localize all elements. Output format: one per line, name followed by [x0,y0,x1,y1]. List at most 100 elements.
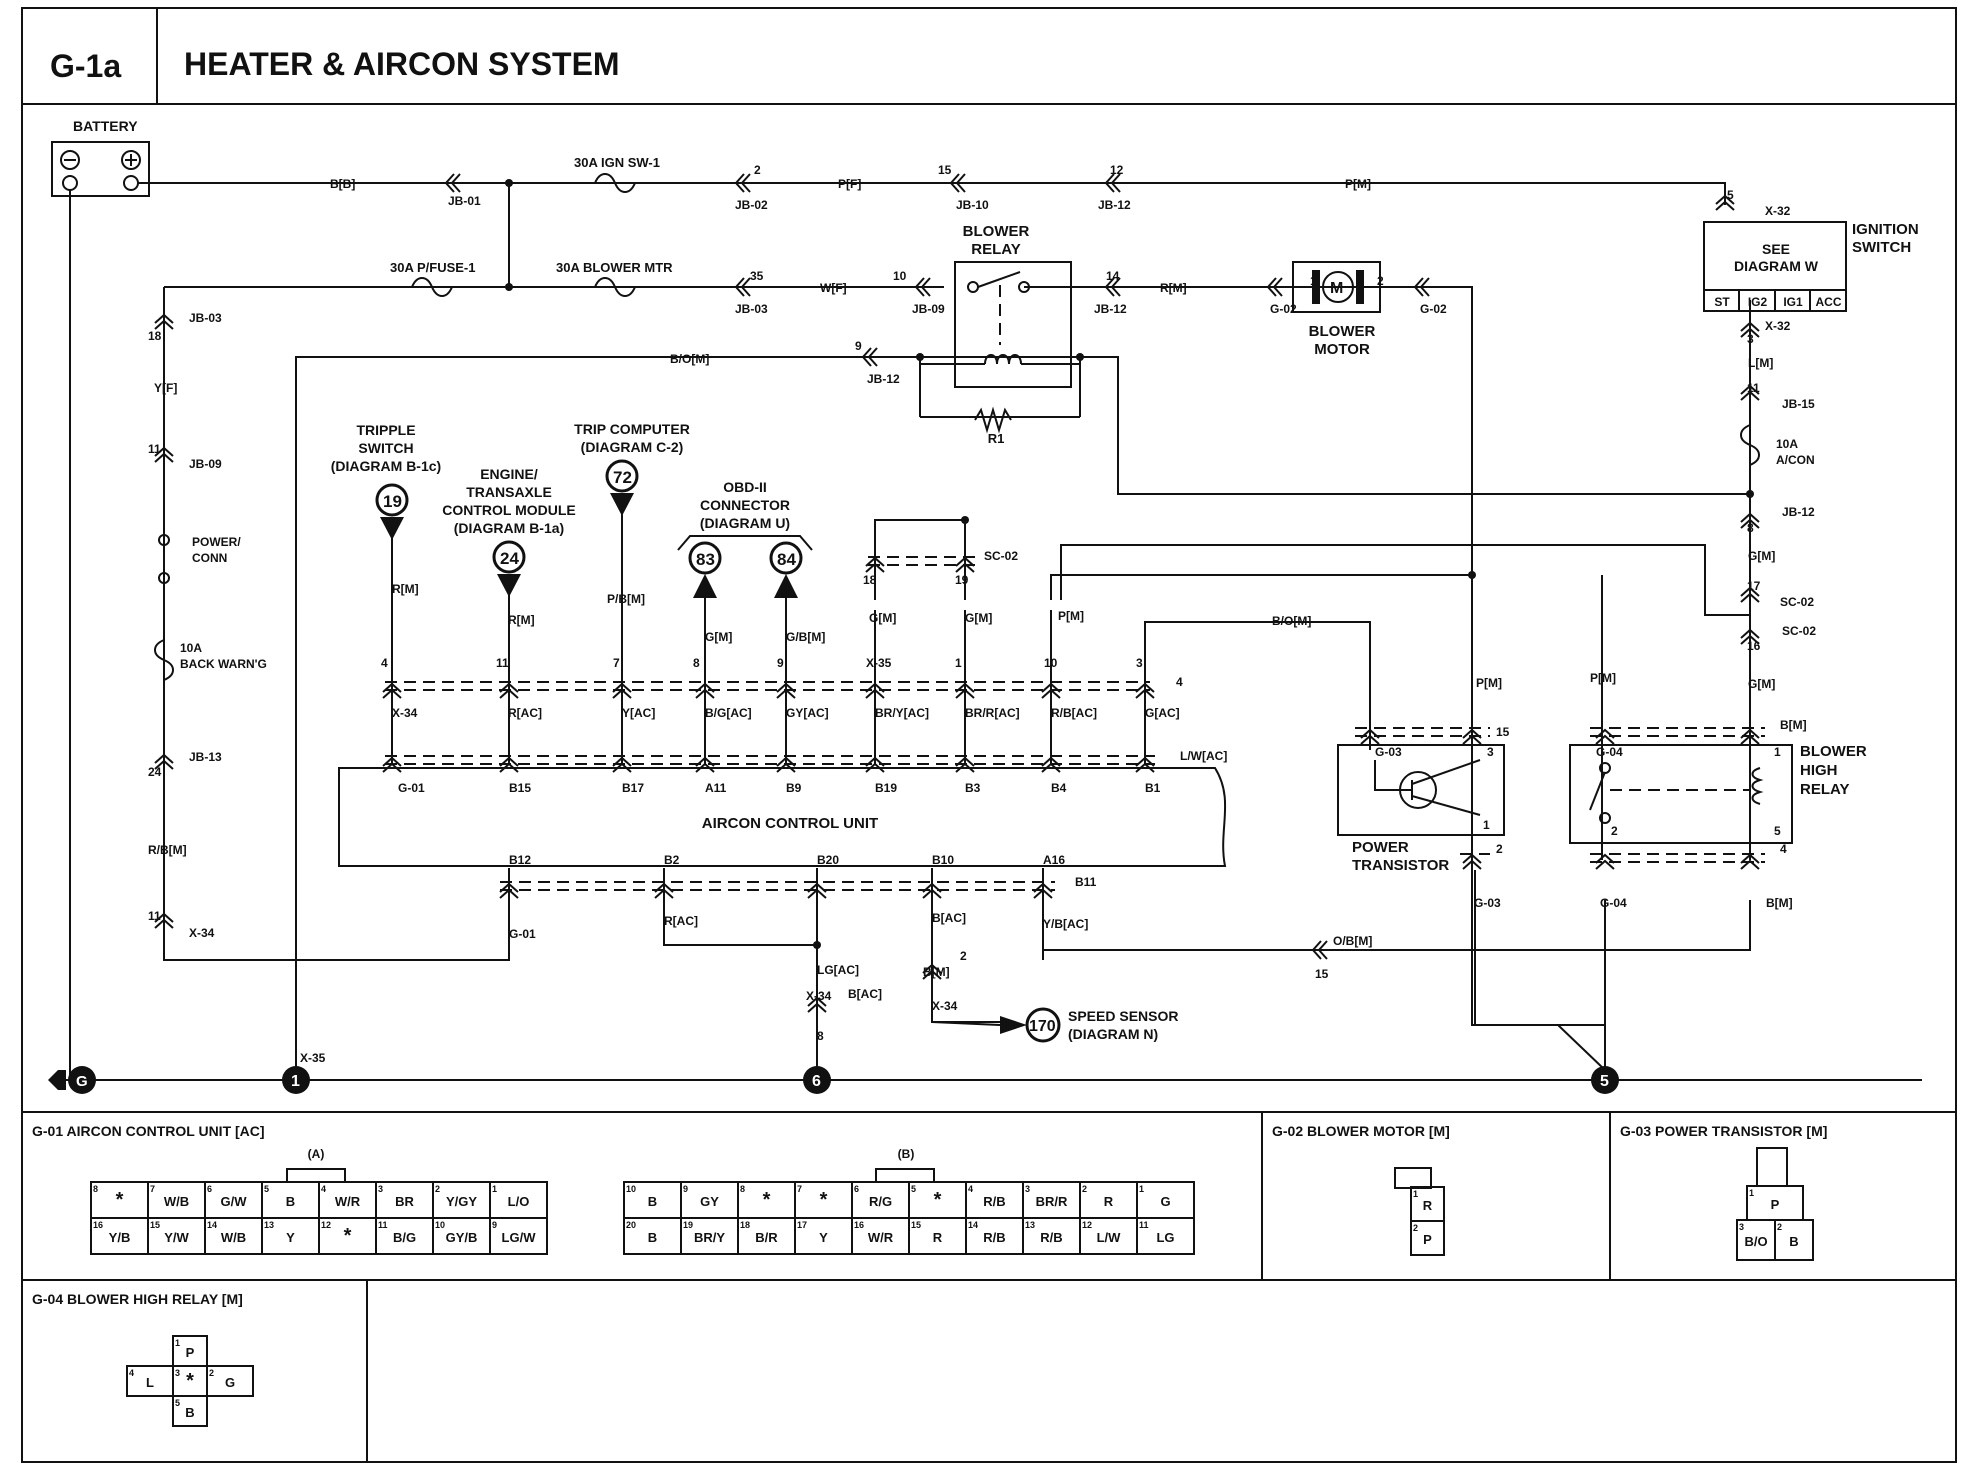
g01-b-pin-label: B/R [755,1230,778,1245]
g02-key [1394,1167,1432,1189]
wire-label: G-04 [1600,896,1627,910]
connector-chevron [1041,756,1061,773]
g01-a-pin-number: 4 [321,1184,326,1194]
g01-b-label: (B) [898,1147,915,1161]
wire-label: 11 [148,442,161,456]
svg-text:19: 19 [383,492,402,511]
connector-chevron [734,277,751,297]
connector-chevron [776,756,796,773]
g01-a-pin-label: BR [395,1194,414,1209]
wire-label: B2 [664,853,680,867]
g01-b-pin-label: R/G [869,1194,892,1209]
g01-b-pin-number: 16 [854,1220,864,1230]
wire-label: P[F] [838,177,861,191]
connector-chevron [1041,682,1061,699]
wire-label: G[M] [965,611,992,625]
connector-chevron [955,682,975,699]
wire-label: JB-12 [1094,302,1127,316]
g01-b-pin-label: B [648,1230,657,1245]
wire-label: B11 [1075,875,1097,889]
ref-19-label: SWITCH [358,440,413,456]
g04-pin-label: B [185,1405,194,1420]
acon-fuse-label: 10A [1776,437,1798,451]
connector-chevron [1104,277,1121,297]
wire-label: P[M] [1476,676,1502,690]
see-diagram-label: DIAGRAM W [1734,258,1819,274]
aircon-unit-label: AIRCON CONTROL UNIT [702,815,878,832]
g04-pin-number: 5 [175,1398,180,1408]
wire-label: 16 [1747,639,1761,653]
connector-chevron [695,682,715,699]
wire-label: R[AC] [508,706,542,720]
wire-label: JB-09 [189,457,222,471]
g01-a-pin-label: W/B [164,1194,189,1209]
wire-label: G-01 [509,927,536,941]
ref-83-label: CONNECTOR [700,497,790,513]
reference-markers: 19 24 72 83 84 170 [375,459,1061,1043]
ref-83-label: (DIAGRAM U) [700,515,790,531]
wire-label: JB-13 [189,750,222,764]
wire-label: X-34 [932,999,958,1013]
g01-a-pin-number: 2 [435,1184,440,1194]
connector-chevron [1462,853,1482,870]
power-conn-label: CONN [192,551,227,565]
wire-label: R[M] [392,582,419,596]
g01-a-pin-label: Y/W [164,1230,189,1245]
ref-19-label: TRIPPLE [356,422,415,438]
ignition-switch-label: SWITCH [1852,239,1911,256]
wire-label: 2 [754,163,761,177]
wire-label: B15 [509,781,531,795]
ground-points: G 1 6 5 [48,1066,1619,1094]
wire-label: 8 [1747,521,1754,535]
wire-label: 7 [613,656,620,670]
speed-sensor-label: SPEED SENSOR [1068,1008,1178,1024]
g01-b-pin-label: GY [700,1194,719,1209]
g01-a-pin-label: B [286,1194,295,1209]
g03-pin-label: B [1789,1234,1798,1249]
wire-label: X-34 [189,926,215,940]
g01-b-pin-number: 6 [854,1184,859,1194]
wire-label: P[M] [1590,671,1616,685]
wire-label: BR/Y[AC] [875,706,929,720]
wire-label: B20 [817,853,839,867]
wire-label: JB-12 [1098,198,1131,212]
wire-label: 2 [960,949,967,963]
g01-b-pin-number: 20 [626,1220,636,1230]
wire-label: G/B[M] [786,630,825,644]
page-title: HEATER & AIRCON SYSTEM [184,46,620,82]
wire-label: B[B] [330,177,355,191]
connector-chevron [955,556,975,573]
g01-a-key [286,1168,346,1183]
wire-label: SC-02 [984,549,1018,563]
wire-label: 18 [148,329,162,343]
blower-relay [920,261,1080,434]
wire-label: R/B[AC] [1051,706,1097,720]
connector-chevron [154,313,174,330]
wire-label: B/O[M] [1272,614,1311,628]
wire-label: G[M] [705,630,732,644]
g01-b-pin-number: 14 [968,1220,978,1230]
wire-label: G-02 [1270,302,1297,316]
wire-label: G[M] [1748,549,1775,563]
speed-sensor-label: (DIAGRAM N) [1068,1026,1158,1042]
connector-chevron [654,882,674,899]
splice-points [505,179,1754,949]
connector-chevron [807,996,827,1013]
wire-label: B19 [875,781,897,795]
g01-a-pin-number: 6 [207,1184,212,1194]
ignition-switch [1703,221,1847,312]
r1-label: R1 [988,431,1005,446]
wire-label: G-02 [1420,302,1447,316]
svg-text:170: 170 [1029,1018,1056,1035]
connector-chevron [1413,277,1430,297]
back-warn-fuse-label: BACK WARN'G [180,657,267,671]
power-transistor [1337,744,1505,836]
wire-label: B[AC] [932,911,966,925]
connector-chevron [865,682,885,699]
connector-chevron [1740,853,1760,870]
wire-label: 5 [1774,824,1781,838]
blower-high-relay-label: RELAY [1800,781,1849,798]
wire-label: 18 [863,573,877,587]
blower-high-relay [1569,744,1793,844]
